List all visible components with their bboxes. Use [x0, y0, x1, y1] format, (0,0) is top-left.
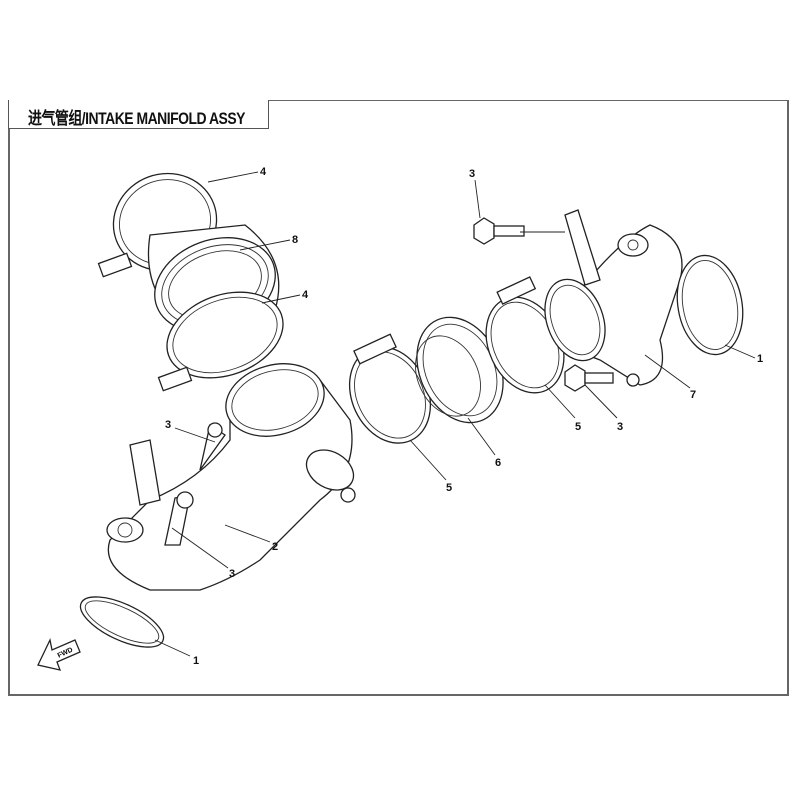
callout-2-left-manifold: 2: [272, 541, 278, 553]
intake-manifold-right: [544, 209, 683, 387]
title-box: [8, 100, 269, 129]
callout-6-rubber-joint: 6: [495, 457, 501, 469]
callout-numbers: 4 8 4 3 1 7 3 5 6 5 3 2 3 1: [165, 166, 763, 667]
callout-7-right-manifold: 7: [690, 389, 696, 401]
bolt-upper: [473, 217, 525, 245]
fwd-arrow-icon: FWD: [37, 637, 81, 671]
hose-clamp-5b: [485, 276, 565, 394]
callout-1-left-oring: 1: [193, 655, 199, 667]
o-ring-left: [79, 596, 165, 648]
intake-manifold-left: [106, 363, 356, 591]
callout-3-upper-bolt: 3: [469, 168, 475, 180]
page-title: 进气管组/INTAKE MANIFOLD ASSY: [28, 109, 245, 128]
callout-4-lower-clamp: 4: [302, 289, 309, 301]
callout-3-left-bolt-upper: 3: [165, 419, 171, 431]
leader-lines: [154, 171, 756, 657]
callout-5-clamp-left: 5: [446, 482, 452, 494]
callout-5-clamp-right: 5: [575, 421, 581, 433]
callout-3-right-bolt: 3: [617, 421, 623, 433]
callout-8-hose: 8: [292, 234, 298, 246]
callout-1-right-oring: 1: [757, 353, 763, 365]
drawing-frame: [8, 100, 789, 696]
hose-clamp-lower: [157, 291, 284, 392]
callout-3-left-bolt-lower: 3: [229, 568, 235, 580]
bolt-right: [564, 364, 614, 392]
o-ring-right: [676, 254, 744, 356]
callout-4-upper-clamp: 4: [260, 166, 267, 178]
